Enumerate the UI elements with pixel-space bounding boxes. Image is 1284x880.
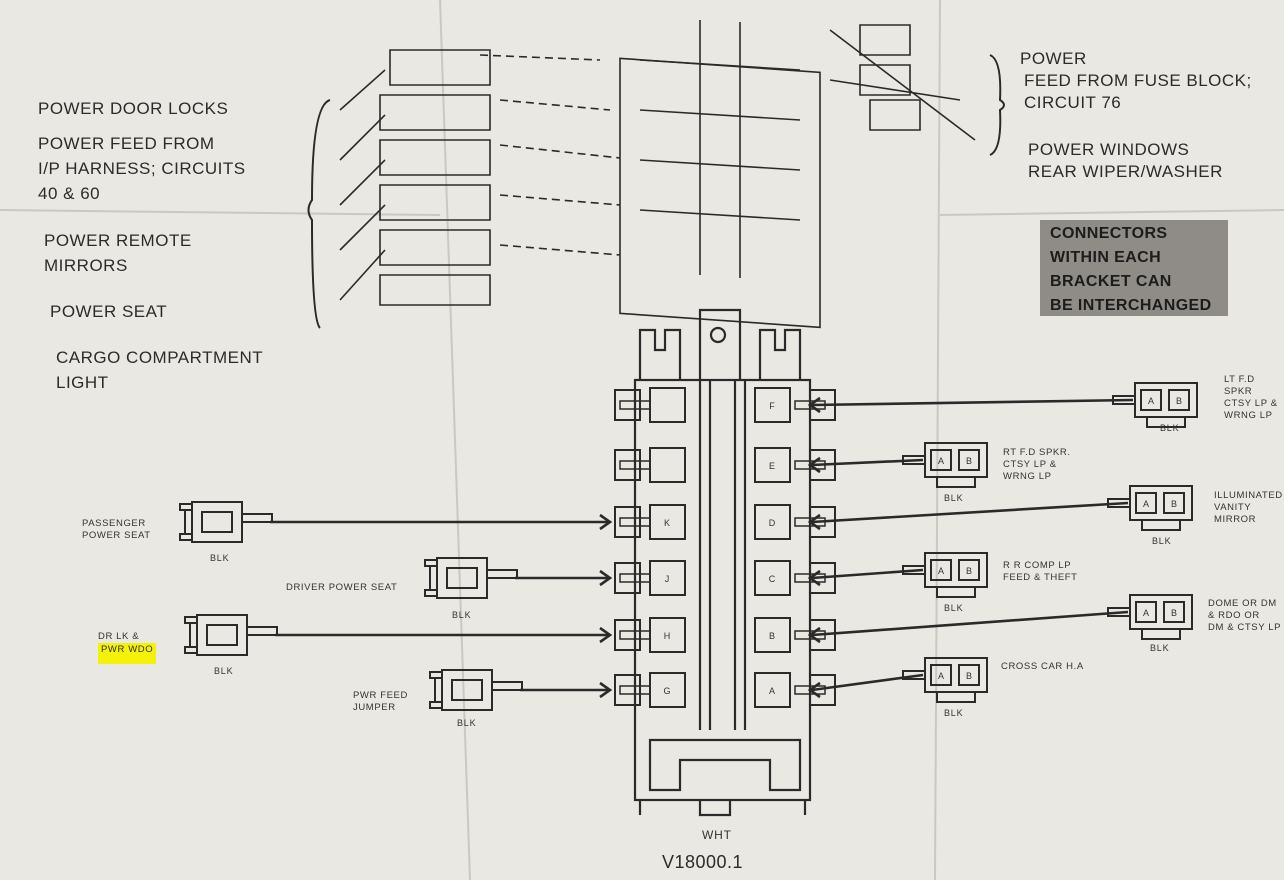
cavity-letter: B [769,631,775,641]
label-cargo-2: LIGHT [56,373,109,392]
pin-label: B [1176,396,1182,406]
connector-color: BLK [1152,536,1172,546]
wire-arrow [807,456,821,474]
cavity-letter: E [769,461,775,471]
pin-label: B [966,671,972,681]
connector-color: BLK [452,610,472,620]
cavity-letter: D [769,518,776,528]
left-connector-label: DRIVER POWER SEAT [286,582,398,593]
label-power-feed-ip-1: POWER FEED FROM [38,134,215,153]
wire [811,568,924,580]
cavity [614,447,686,483]
label-power-feed-ip-3: 40 & 60 [38,184,101,203]
connector-color: BLK [457,718,477,728]
cavity-letter: K [664,518,670,528]
right-connector-label: CROSS CAR H.A [1001,661,1084,672]
wire-arrow [807,396,821,414]
cavity [614,387,686,423]
left-connector [184,614,278,656]
pin-label: A [1148,396,1154,406]
label-power-feed-1: POWER [1020,49,1087,68]
label-power-feed-3: CIRCUIT 76 [1024,93,1122,112]
wire-arrow [807,513,821,531]
figure-id: V18000.1 [662,852,744,872]
wire-arrow [599,569,613,587]
cavity: H [614,617,686,653]
label-power-feed-ip-2: I/P HARNESS; CIRCUITS [38,159,246,178]
cavity: J [614,560,686,596]
connector-color: BLK [1150,643,1170,653]
wire-arrow [807,626,821,644]
cavity-letter: F [769,401,775,411]
label-cargo-1: CARGO COMPARTMENT [56,348,264,367]
note-line: WITHIN EACH [1050,249,1162,266]
left-connector [179,501,273,543]
block-color-label: WHT [702,828,732,842]
right-connector-label: RT F.D SPKR.CTSY LP &WRNG LP [1003,447,1071,482]
note-line: CONNECTORS [1050,225,1168,242]
label-windows-1: POWER WINDOWS [1028,140,1190,159]
pin-label: A [938,566,944,576]
connector-color: BLK [210,553,230,563]
label-power-feed-2: FEED FROM FUSE BLOCK; [1024,71,1252,90]
cavity-letter: J [665,574,670,584]
note-line: BE INTERCHANGED [1050,297,1212,314]
wire-arrow [807,681,821,699]
wire [811,673,924,692]
label-power-door-locks: POWER DOOR LOCKS [38,99,229,118]
wire-arrow [599,513,613,531]
pin-label: A [1143,499,1149,509]
wire [811,501,1129,524]
left-connector [424,557,518,599]
interchange-note: CONNECTORS WITHIN EACH BRACKET CAN BE IN… [1040,220,1228,316]
pin-label: B [1171,608,1177,618]
pin-label: B [966,566,972,576]
cavity-letter: A [769,686,775,696]
label-remote-mirrors-2: MIRRORS [44,256,128,275]
wire [811,398,1134,407]
connector-color: BLK [1160,423,1180,433]
wire-arrow [599,681,613,699]
cavity: G [614,672,686,708]
connector-block [633,308,812,817]
bracket-illustration [339,20,976,329]
connector-color: BLK [944,493,964,503]
cavity: A [754,672,836,708]
cavity-letter: G [663,686,670,696]
note-line: BRACKET CAN [1050,273,1172,290]
pin-label: B [1171,499,1177,509]
pin-label: A [938,671,944,681]
pin-label: B [966,456,972,466]
wire-arrow [807,569,821,587]
left-connector-label-highlighted: DR LK &PWR WDO [98,631,157,664]
wire [811,458,924,467]
pin-label: A [938,456,944,466]
connector-color: BLK [944,603,964,613]
wire [811,610,1129,637]
cavity-letter: H [664,631,671,641]
wire-arrow [599,626,613,644]
pin-label: A [1143,608,1149,618]
label-windows-2: REAR WIPER/WASHER [1028,162,1223,181]
label-remote-mirrors-1: POWER REMOTE [44,231,192,250]
cavity-letter: C [769,574,776,584]
label-power-seat: POWER SEAT [50,302,168,321]
cavity: K [614,504,686,540]
connector-color: BLK [214,666,234,676]
connector-color: BLK [944,708,964,718]
left-connector [429,669,523,711]
